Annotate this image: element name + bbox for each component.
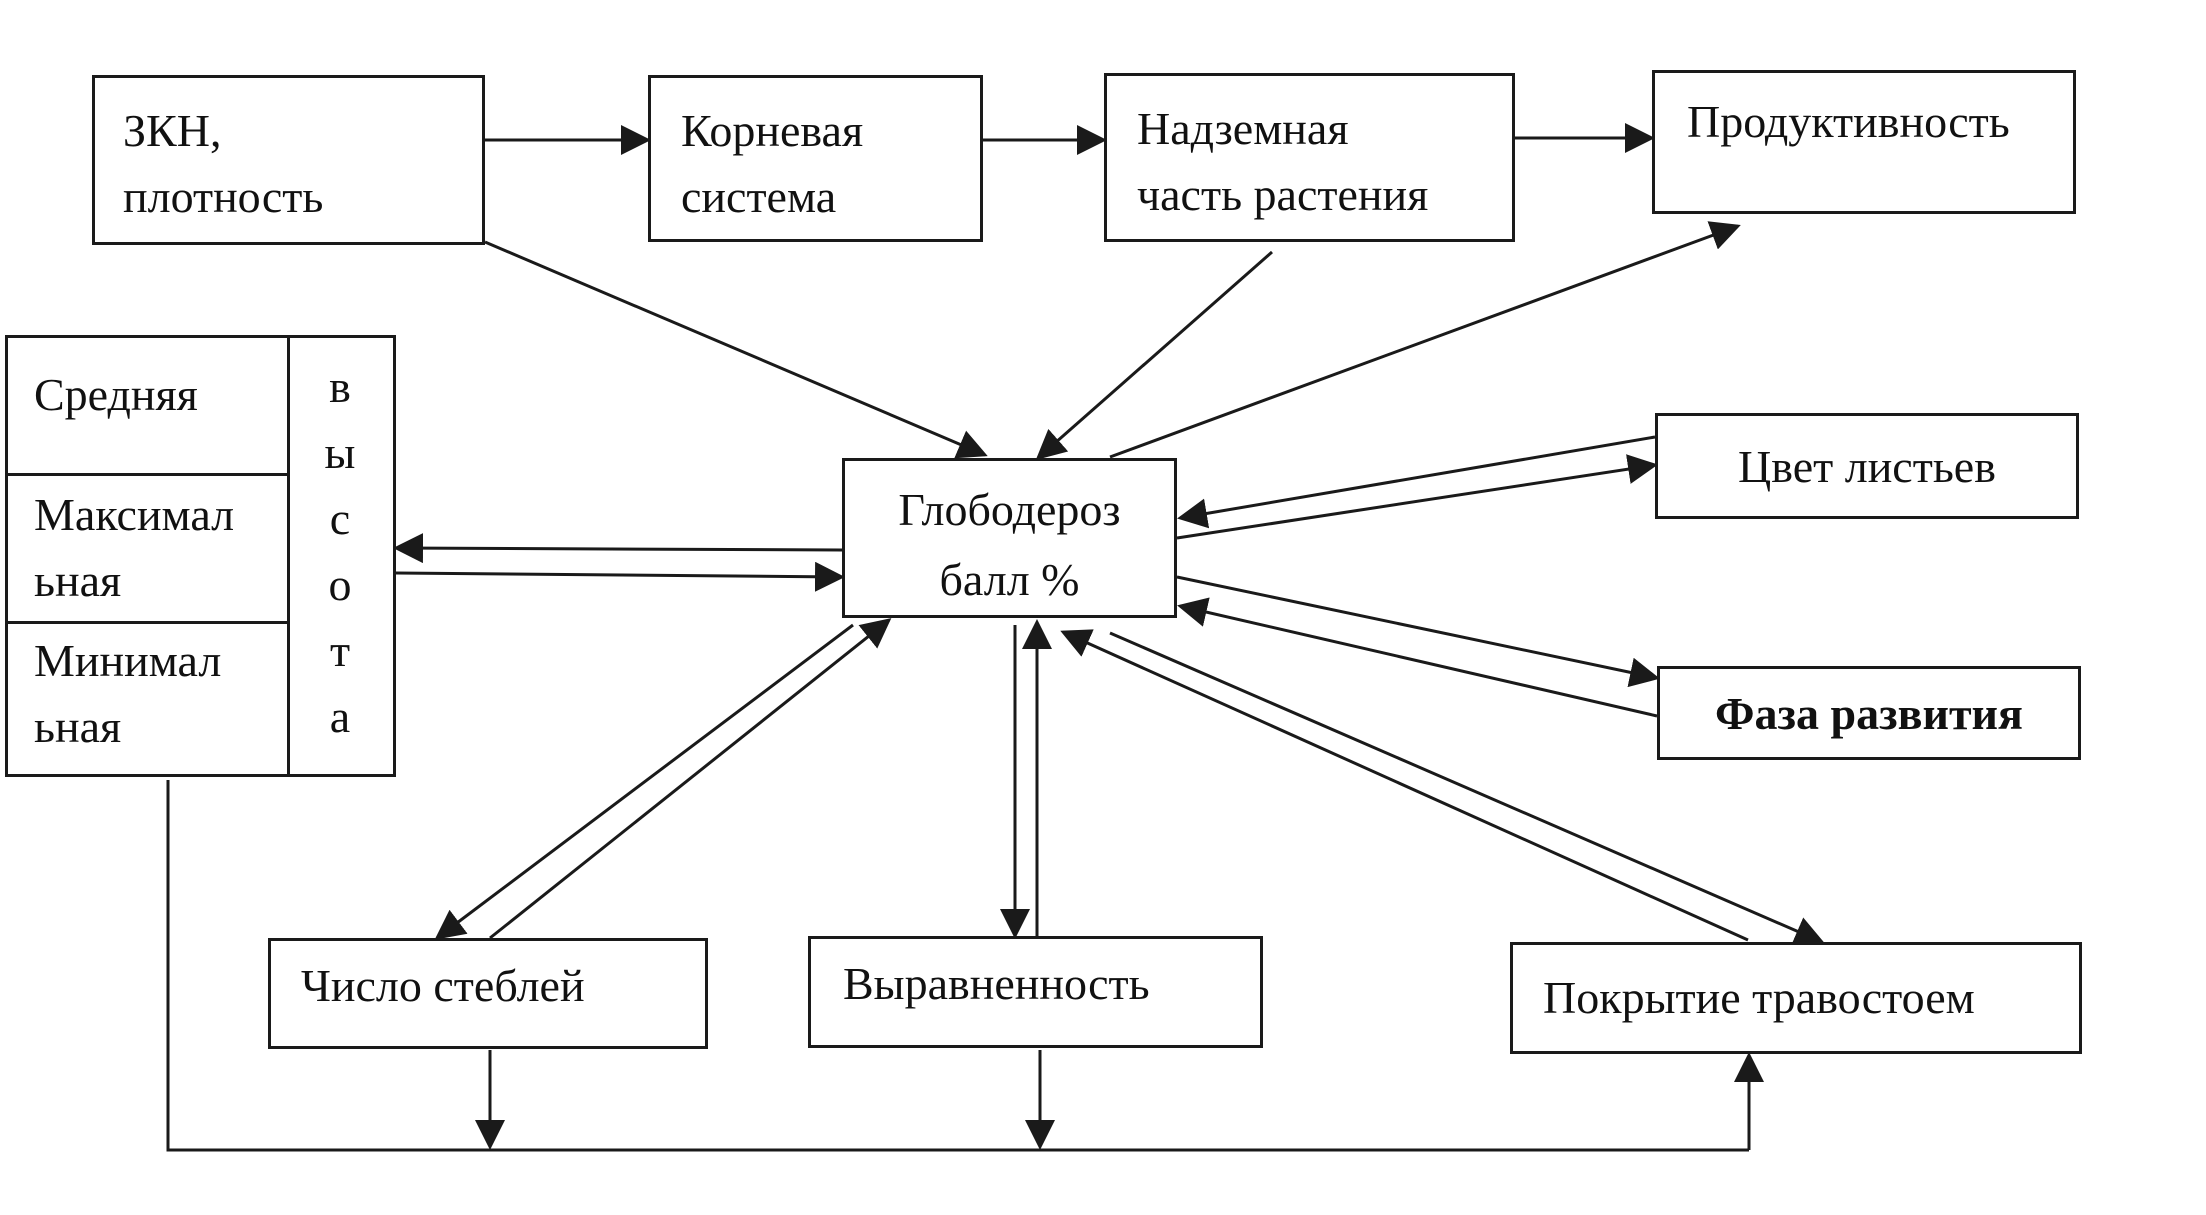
arrow-height-center — [395, 561, 845, 592]
node-center-label: Глободероз балл % — [898, 484, 1121, 605]
arrow-cover-center — [1060, 629, 1749, 942]
node-phase-label: Фаза развития — [1715, 688, 2023, 739]
node-globoderosis-center: Глободероз балл % — [842, 458, 1177, 618]
node-phase: Фаза развития — [1657, 666, 2081, 760]
arrow-center-leaf — [1176, 454, 1658, 540]
node-cover: Покрытие травостоем — [1510, 942, 2082, 1054]
node-root-system: Корневая система — [648, 75, 983, 242]
height-letter: ы — [324, 427, 356, 478]
arrow-stems-center — [489, 618, 892, 940]
node-productivity-label: Продуктивность — [1687, 96, 2010, 147]
height-letter: а — [329, 691, 351, 742]
arrow-center-stems — [434, 623, 854, 940]
arrow-center-cover — [1109, 631, 1825, 946]
height-letter: с — [329, 493, 351, 544]
height-letter: т — [329, 625, 351, 676]
arrow-center-prod — [1109, 221, 1741, 459]
height-side-label: в ы с о т а — [290, 354, 390, 750]
arrow-zkn-center — [484, 240, 988, 459]
bus-line — [166, 780, 1749, 1152]
node-zkn: ЗКН, плотность — [92, 75, 485, 245]
node-stem-count: Число стеблей — [268, 938, 708, 1049]
node-zkn-label: ЗКН, плотность — [123, 105, 324, 222]
height-row-min: Минимал ьная — [8, 624, 290, 774]
height-row-min-label: Минимал ьная — [34, 635, 222, 752]
arrow-leaf-center — [1177, 435, 1656, 529]
node-leaf-color-label: Цвет листьев — [1738, 441, 1996, 492]
height-table: Средняя Максимал ьная Минимал ьная в ы с… — [5, 335, 396, 777]
node-cover-label: Покрытие травостоем — [1543, 972, 1975, 1023]
node-productivity: Продуктивность — [1652, 70, 2076, 214]
node-above-ground: Надземная часть растения — [1104, 73, 1515, 242]
height-letter: о — [328, 559, 352, 610]
node-evenness: Выравненность — [808, 936, 1263, 1048]
height-row-max: Максимал ьная — [8, 476, 290, 624]
arrow-above-center — [1035, 250, 1273, 460]
height-letter: в — [329, 361, 351, 412]
node-stem-count-label: Число стеблей — [301, 960, 585, 1011]
height-row-max-label: Максимал ьная — [34, 489, 235, 606]
height-row-avg: Средняя — [8, 338, 290, 476]
node-leaf-color: Цвет листьев — [1655, 413, 2079, 519]
arrow-center-height — [393, 533, 843, 564]
height-row-avg-label: Средняя — [34, 369, 198, 420]
node-root-system-label: Корневая система — [681, 105, 864, 222]
arrow-phase-center — [1177, 597, 1658, 718]
node-above-ground-label: Надземная часть растения — [1137, 103, 1429, 220]
arrow-center-phase — [1176, 575, 1660, 688]
node-evenness-label: Выравненность — [843, 958, 1150, 1009]
